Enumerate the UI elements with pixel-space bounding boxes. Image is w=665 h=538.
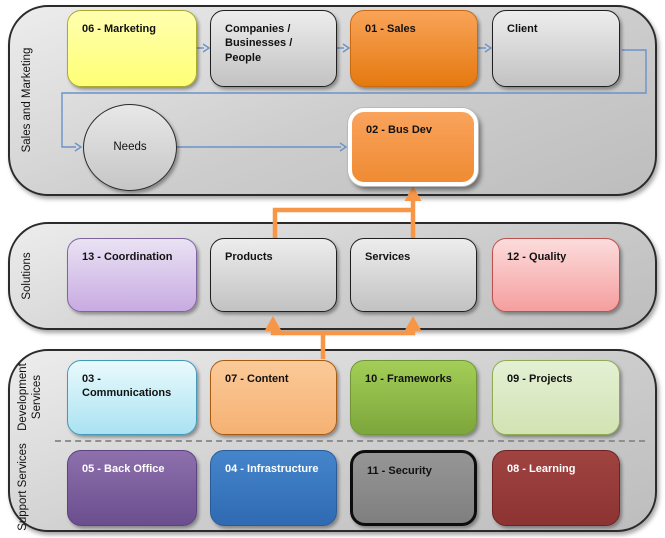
- node-infrastructure: 04 - Infrastructure: [210, 450, 337, 526]
- node-label: Services: [365, 251, 411, 263]
- node-label: 06 - Marketing: [82, 23, 156, 35]
- node-sales: 01 - Sales: [350, 10, 478, 87]
- node-content: 07 - Content: [210, 360, 337, 435]
- node-label: 09 - Projects: [507, 373, 573, 385]
- node-learning: 08 - Learning: [492, 450, 620, 526]
- lane-label-sales-and-marketing: Sales and Marketing: [21, 47, 33, 153]
- node-client: Client: [492, 10, 620, 87]
- node-label: 07 - Content: [225, 373, 289, 385]
- node-security: 11 - Security: [350, 450, 477, 526]
- node-label: 04 - Infrastructure: [225, 463, 319, 475]
- node-services: Services: [350, 238, 477, 312]
- node-communications: 03 - Communications: [67, 360, 197, 435]
- node-label: 12 - Quality: [507, 251, 567, 263]
- node-needs: Needs: [83, 104, 177, 191]
- node-label: 13 - Coordination: [82, 251, 173, 263]
- node-frameworks: 10 - Frameworks: [350, 360, 477, 435]
- node-products: Products: [210, 238, 337, 312]
- node-label: 02 - Bus Dev: [366, 124, 433, 136]
- node-label: Products: [225, 251, 273, 263]
- node-label: 11 - Security: [367, 465, 432, 477]
- node-label: 01 - Sales: [365, 23, 416, 35]
- node-label: Needs: [113, 141, 147, 154]
- node-back-office: 05 - Back Office: [67, 450, 197, 526]
- node-label: 10 - Frameworks: [365, 373, 452, 385]
- node-label: 05 - Back Office: [82, 463, 165, 475]
- node-label: Companies / Businesses / People: [225, 23, 293, 64]
- node-label: 08 - Learning: [507, 463, 576, 475]
- node-quality: 12 - Quality: [492, 238, 620, 312]
- lane-label-support-services: Support Services: [17, 443, 29, 531]
- node-coordination: 13 - Coordination: [67, 238, 197, 312]
- node-marketing: 06 - Marketing: [67, 10, 197, 87]
- node-label: 03 - Communications: [82, 373, 172, 400]
- sublane-divider: [55, 440, 645, 442]
- node-companies-businesses-people: Companies / Businesses / People: [210, 10, 337, 87]
- node-projects: 09 - Projects: [492, 360, 620, 435]
- node-bus-dev: 02 - Bus Dev: [348, 108, 478, 186]
- lane-label-solutions: Solutions: [21, 252, 33, 300]
- node-label: Client: [507, 23, 538, 35]
